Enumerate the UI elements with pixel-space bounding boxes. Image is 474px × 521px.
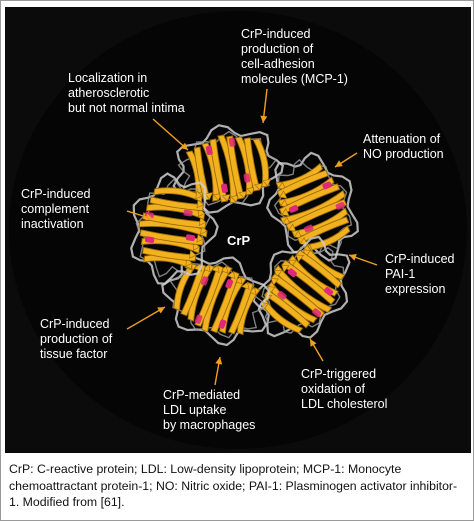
accent-segment [322, 181, 332, 190]
coil-loop [265, 151, 359, 262]
callout-arrow-6 [126, 306, 166, 330]
strand-arrowhead [238, 190, 248, 199]
accent-segment [221, 183, 228, 193]
coil-loop [261, 245, 345, 334]
callout-arrowhead-1 [260, 115, 268, 123]
strand-arrowhead [230, 194, 240, 203]
subunit-1 [172, 124, 285, 214]
accent-segment [228, 137, 236, 147]
callout-cell-adhesion: CrP-induced production of cell-adhesion … [241, 27, 348, 86]
strand-arrowhead [195, 190, 203, 200]
callout-ldl-uptake: CrP-mediated LDL uptake by macrophages [163, 388, 256, 432]
strand-arrowhead [262, 178, 272, 187]
strand-arrowhead [198, 216, 207, 226]
accent-segment [323, 287, 334, 296]
strand-arrowhead [188, 249, 197, 259]
strand-arrowhead [246, 186, 256, 195]
strand-arrowhead [221, 193, 231, 202]
accent-segment [287, 268, 297, 278]
callout-arrows [126, 88, 378, 386]
accent-segment [243, 173, 251, 183]
callout-localization: Localization in atherosclerotic but not … [68, 71, 185, 115]
strand-arrowhead [219, 265, 229, 274]
strand-arrowhead [288, 223, 297, 232]
callout-ldl-oxidation: CrP-triggered oxidation of LDL cholester… [301, 367, 388, 411]
strand-arrowhead [281, 264, 290, 273]
coil-loop [161, 255, 271, 347]
accent-segment [194, 314, 203, 324]
strand-arrowhead [211, 264, 220, 273]
strand-arrowhead [226, 271, 236, 280]
pentamer-subunits [130, 124, 359, 347]
callout-arrowhead-4 [145, 213, 153, 221]
strand-arrowhead [240, 281, 250, 290]
accent-segment [288, 205, 299, 213]
callout-complement: CrP-induced complement inactivation [21, 187, 91, 231]
strand-arrowhead [196, 233, 204, 243]
strand-arrowhead [293, 230, 303, 239]
accent-segment [312, 308, 322, 318]
callout-arrowhead-5 [349, 254, 357, 261]
accent-segment [145, 236, 155, 244]
callout-arrowhead-3 [335, 160, 343, 167]
callout-arrowhead-2 [180, 142, 188, 150]
strand-arrowhead [196, 199, 204, 209]
strand-arrowhead [254, 182, 264, 191]
accent-segment [185, 234, 196, 242]
callout-arrowhead-7 [310, 339, 317, 347]
coil-loop [135, 178, 211, 278]
subunit-4 [161, 255, 271, 347]
accent-segment [277, 290, 287, 300]
coil-loop [273, 158, 353, 255]
accent-segment [200, 276, 209, 286]
callout-arrowhead-8 [215, 357, 223, 365]
callout-arrowhead-6 [157, 307, 165, 314]
strand-arrowhead [204, 192, 214, 200]
crp-pentamer-illustration [9, 11, 467, 449]
accent-segment [304, 224, 314, 233]
strand-arrowhead [202, 264, 211, 273]
strand-arrowhead [295, 254, 304, 263]
callout-arrow-2 [152, 118, 189, 151]
callout-pai1: CrP-induced PAI-1 expression [385, 252, 455, 296]
coil-loop [172, 124, 285, 214]
panel-oval [9, 11, 467, 449]
crp-diagram-panel: CrP-induced production of cell-adhesion … [5, 7, 471, 453]
subunit-5 [130, 172, 219, 285]
callout-tissue-factor: CrP-induced production of tissue factor [40, 317, 113, 361]
center-label-crp: CrP [227, 233, 251, 248]
callout-no-production: Attenuation of NO production [363, 132, 444, 161]
strand-arrowhead [279, 190, 288, 199]
strand-arrowhead [282, 216, 291, 226]
subunit-2 [265, 151, 359, 262]
coil-loop [252, 235, 351, 339]
strand-arrowhead [281, 207, 290, 217]
accent-segment [225, 279, 234, 289]
figure-caption: CrP: C-reactive protein; LDL: Low-densit… [9, 462, 458, 509]
accent-segment [335, 202, 346, 210]
accent-segment [218, 319, 227, 329]
accent-segment [205, 145, 213, 156]
accent-segment [183, 209, 193, 217]
